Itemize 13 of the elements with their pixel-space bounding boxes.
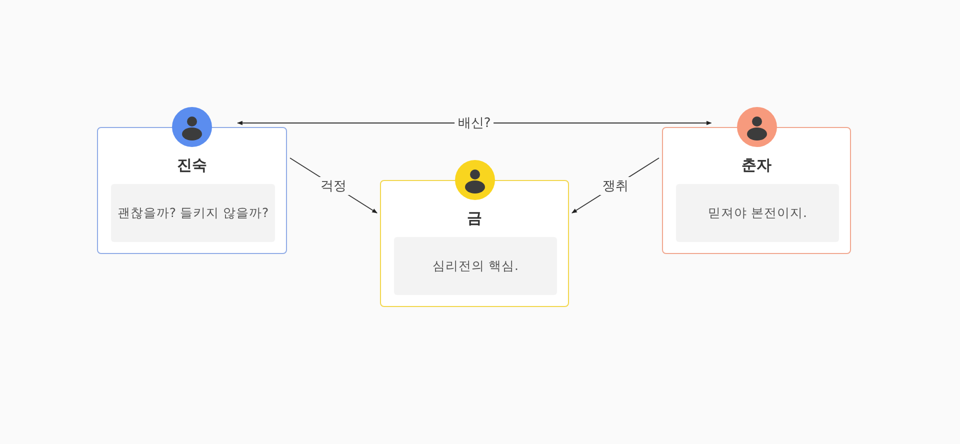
edge-label: 걱정 (318, 176, 350, 194)
character-card (97, 127, 287, 254)
character-card (662, 127, 851, 254)
character-card (380, 180, 569, 307)
quote-box: 괜찮을까? 들키지 않을까? (111, 184, 275, 242)
quote-box: 믿져야 본전이지. (676, 184, 839, 242)
character-name: 진숙 (176, 156, 208, 175)
arrow (237, 120, 712, 126)
edge-label: 배신? (454, 114, 494, 132)
edge-label: 쟁취 (600, 176, 632, 194)
character-name: 춘자 (740, 156, 772, 175)
character-name: 금 (466, 209, 483, 228)
quote-box: 심리전의 핵심. (394, 237, 557, 295)
